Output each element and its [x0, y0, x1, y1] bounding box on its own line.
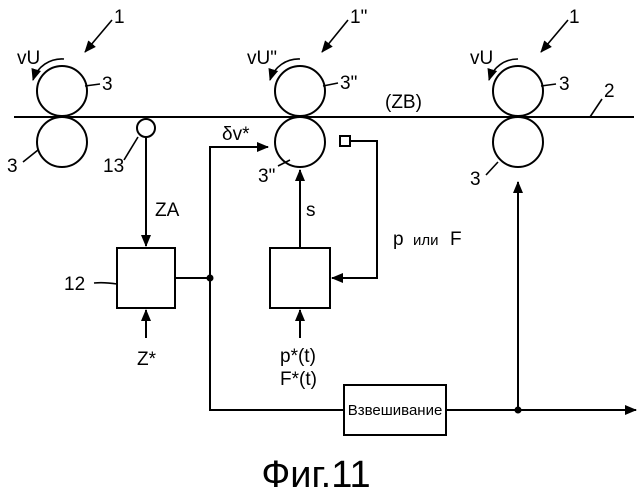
- f-label: F: [450, 229, 462, 250]
- zb-label: (ZB): [385, 92, 422, 113]
- weighing-input-line: [210, 278, 344, 410]
- leader-3-left-bottom: [23, 150, 38, 162]
- leader-3-left-top: [85, 84, 100, 86]
- ref-3-left-bottom: 3: [7, 156, 18, 177]
- leader-13: [124, 137, 138, 160]
- ref-3-right-bottom: 3: [470, 169, 481, 190]
- lower-roll-middle: [275, 117, 325, 167]
- ref-3-mid-bottom: 3": [258, 166, 275, 187]
- z-star-label: Z*: [137, 349, 157, 370]
- ref-3-left-top: 3: [102, 74, 113, 95]
- p-label: p: [393, 229, 404, 250]
- upper-roll-middle: [275, 66, 325, 116]
- controller-block-12: [117, 248, 175, 308]
- leader-2: [590, 99, 602, 117]
- upper-roll-left: [37, 66, 87, 116]
- za-label: ZA: [155, 200, 180, 221]
- vu-right-label: vU: [470, 48, 493, 69]
- control-block-middle: [270, 248, 330, 308]
- ref-1-right: 1: [569, 7, 580, 28]
- ili-label: или: [413, 232, 439, 249]
- ref-3-right-top: 3: [559, 74, 570, 95]
- vu-left-label: vU: [17, 48, 40, 69]
- weighing-label: Взвешивание: [348, 402, 443, 419]
- roll-stand-left: [23, 20, 112, 167]
- figure-caption: Фиг.11: [261, 454, 370, 496]
- f-t-label: F*(t): [280, 369, 317, 390]
- roll-stand-middle: [270, 20, 348, 167]
- roll-stand-right: [486, 20, 568, 175]
- leader-12: [94, 283, 117, 284]
- dv-label: δv*: [222, 124, 250, 145]
- leader-1-left: [85, 20, 112, 52]
- ref-3-mid-top: 3": [340, 73, 357, 94]
- leader-3-right-bottom: [486, 162, 498, 175]
- p-f-feedback-line: [332, 141, 377, 278]
- leader-3-mid-top: [323, 83, 338, 86]
- leader-1-right: [541, 20, 568, 52]
- vu-middle-label: vU": [247, 48, 277, 69]
- upper-roll-right: [493, 66, 543, 116]
- ref-13: 13: [103, 156, 124, 177]
- ref-1-middle: 1": [350, 7, 367, 28]
- leader-1-middle: [322, 20, 348, 52]
- tension-sensor-13: [137, 119, 155, 137]
- ref-2: 2: [604, 81, 615, 102]
- ref-12: 12: [64, 274, 85, 295]
- leader-3-right-top: [541, 84, 556, 86]
- lower-roll-left: [37, 117, 87, 167]
- ref-1-left: 1: [114, 7, 125, 28]
- force-sensor: [340, 136, 350, 146]
- p-t-label: p*(t): [280, 346, 316, 367]
- s-label: s: [306, 200, 316, 221]
- lower-roll-right: [493, 117, 543, 167]
